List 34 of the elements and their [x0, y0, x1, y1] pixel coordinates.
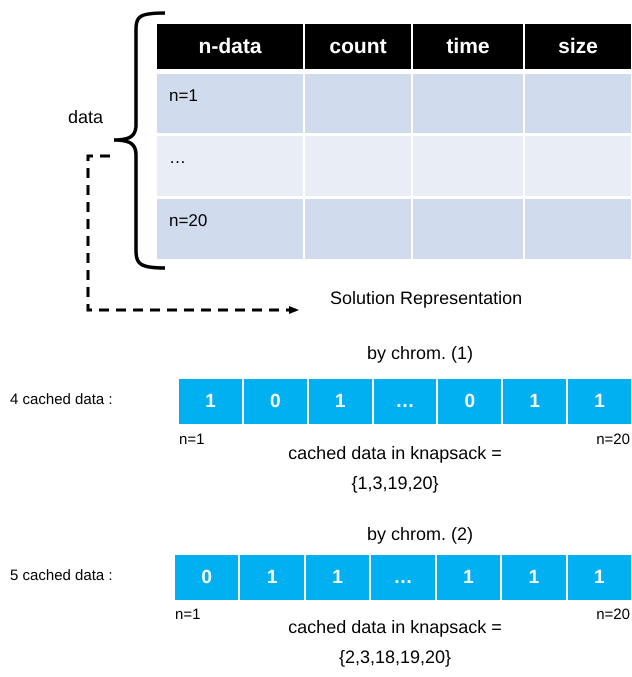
- caption: by chrom. (2): [366, 524, 474, 546]
- index-label: n=1: [179, 431, 204, 448]
- bit-cell: 1: [502, 555, 566, 600]
- bit-cell: 1: [503, 379, 566, 424]
- bit-cell: 1: [568, 379, 631, 424]
- row-label: 4 cached data :: [10, 391, 113, 408]
- row-label: 5 cached data :: [10, 567, 113, 584]
- table-cell: n=1: [157, 74, 303, 133]
- column-header: count: [305, 24, 411, 69]
- table-cell: n=20: [157, 199, 303, 259]
- knapsack-note: cached data in knapsack = {2,3,18,19,20}: [287, 616, 503, 669]
- bit-cell: 1: [308, 379, 372, 424]
- bit-cell: 1: [568, 555, 631, 600]
- column-header: time: [413, 24, 523, 69]
- dashed-arrow: [86, 154, 299, 314]
- index-label: n=20: [596, 606, 630, 623]
- bit-cell: …: [371, 555, 435, 600]
- column-header: size: [525, 24, 631, 69]
- section-title: Solution Representation: [330, 288, 600, 314]
- bit-cell: 1: [179, 379, 242, 424]
- index-label: n=1: [175, 606, 200, 623]
- column-header: n-data: [157, 24, 303, 69]
- caption: by chrom. (1): [366, 343, 474, 365]
- bit-cell: 0: [175, 555, 238, 600]
- index-label: n=20: [596, 431, 630, 448]
- bit-cell: 0: [244, 379, 307, 424]
- bit-cell: 1: [240, 555, 304, 600]
- bit-cell: …: [374, 379, 436, 424]
- brace-label: data: [68, 107, 122, 133]
- bit-cell: 1: [306, 555, 370, 600]
- table-cell: …: [157, 136, 303, 196]
- bit-cell: 1: [436, 555, 500, 600]
- knapsack-note: cached data in knapsack = {1,3,19,20}: [287, 442, 503, 495]
- bit-cell: 0: [438, 379, 502, 424]
